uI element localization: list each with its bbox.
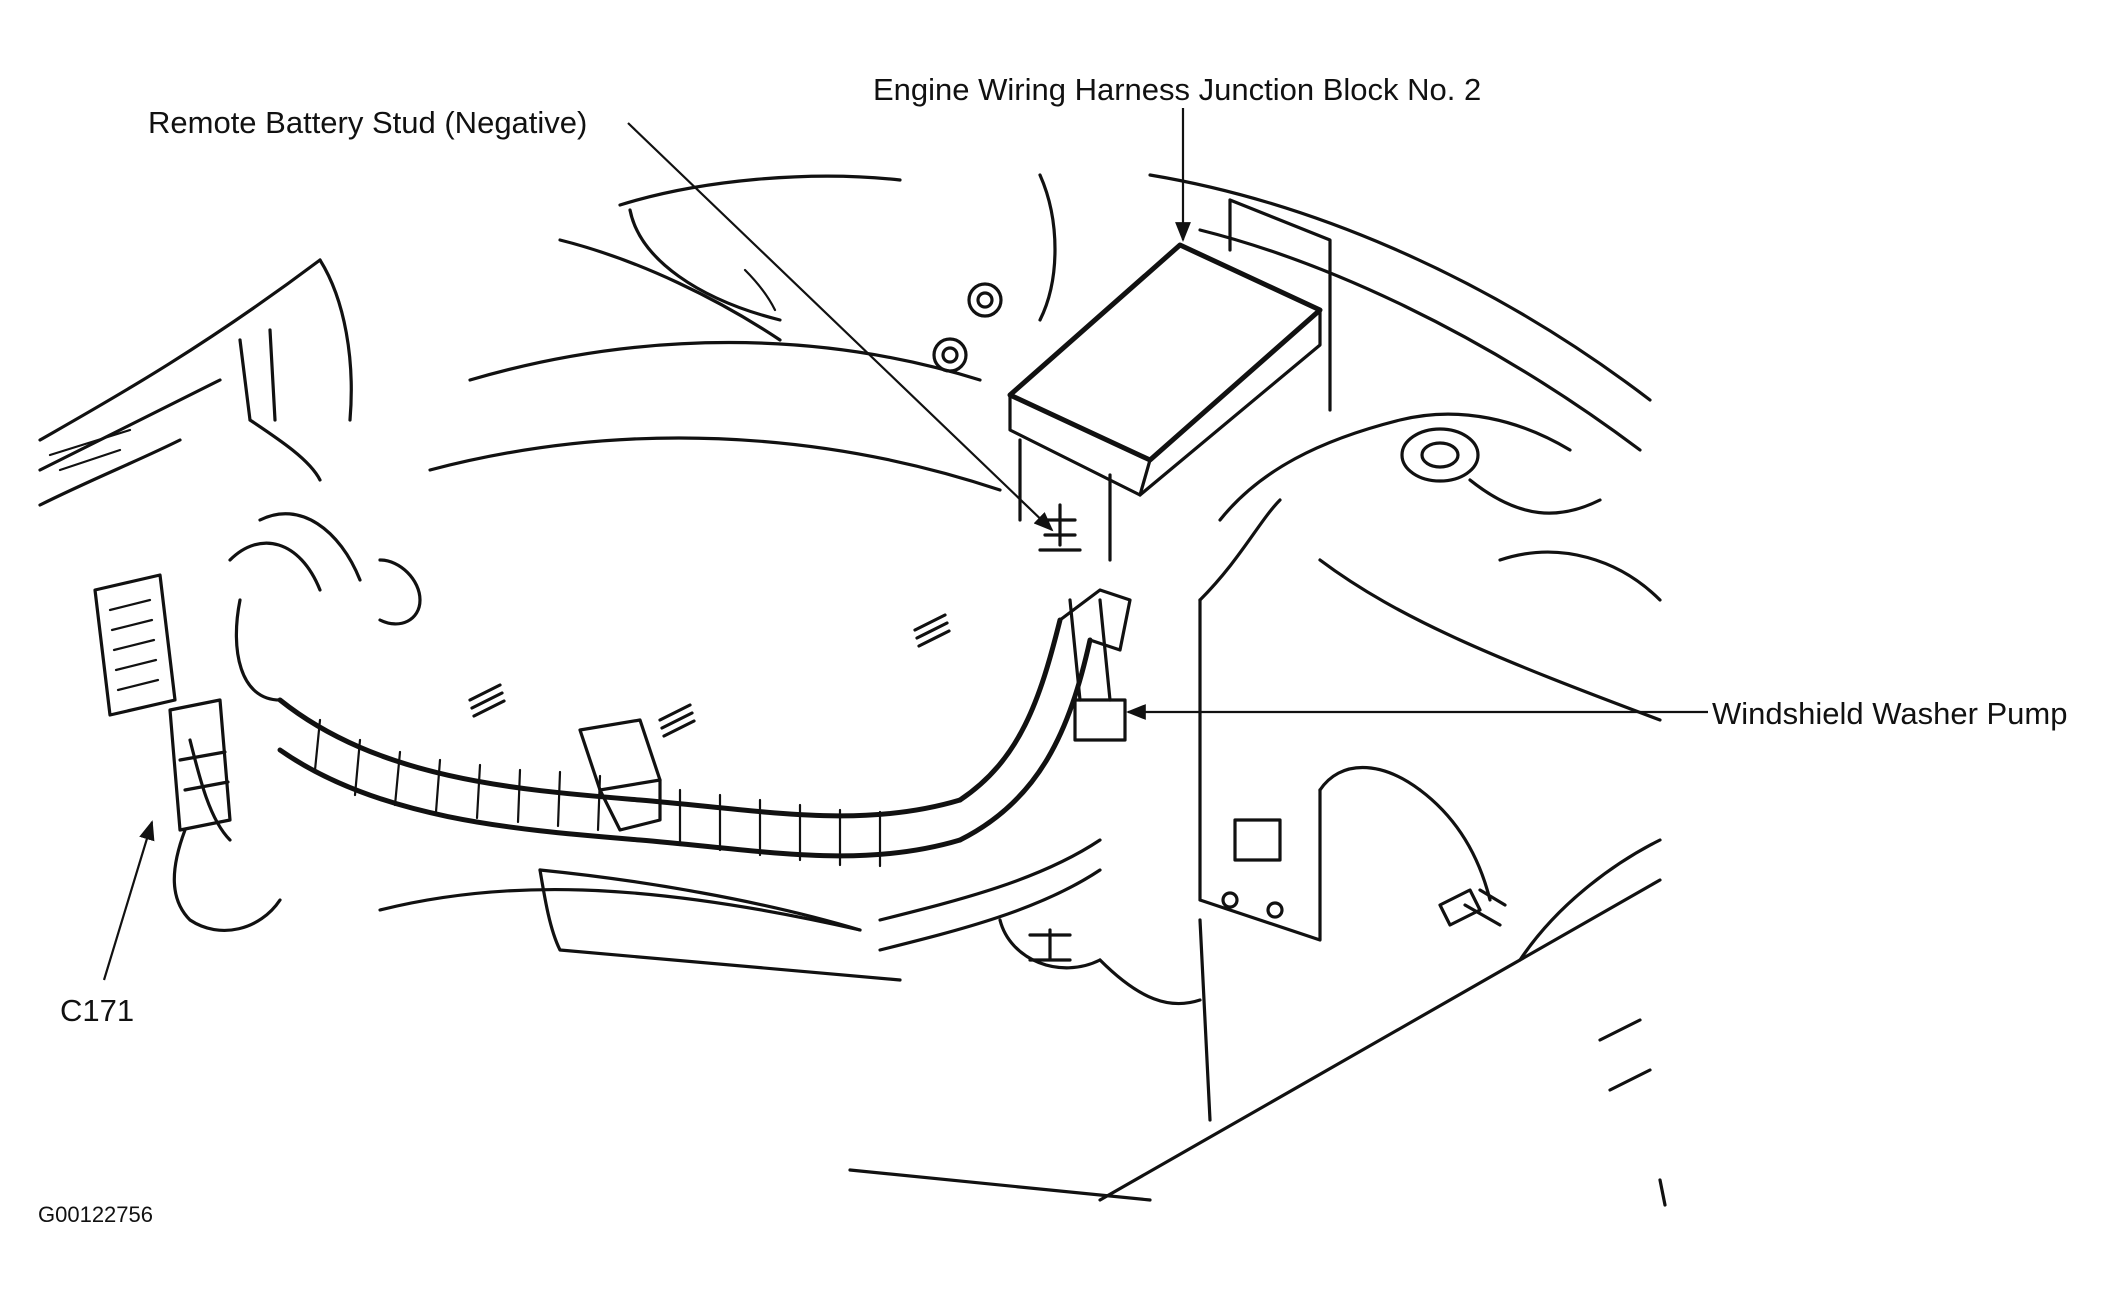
left-fender-outline [38, 258, 353, 507]
leader-lines [102, 108, 1708, 981]
junction-block [1007, 198, 1332, 562]
label-remote-battery-stud: Remote Battery Stud (Negative) [148, 105, 588, 140]
mounting-bolts [932, 282, 1082, 552]
harness-bracket [578, 718, 662, 832]
label-junction-block: Engine Wiring Harness Junction Block No.… [873, 72, 1482, 107]
wiring-harness [277, 588, 1132, 868]
studs [468, 613, 1482, 927]
label-c171: C171 [60, 993, 135, 1028]
washer-reservoir [1198, 412, 1662, 942]
label-washer-pump: Windshield Washer Pump [1712, 696, 2068, 731]
left-connector-cluster [93, 328, 422, 932]
leader-remote-battery-stud [627, 122, 1054, 532]
lower-body-panel [848, 838, 1667, 1207]
hose-lines [378, 838, 1202, 1006]
figure-id: G00122756 [38, 1202, 153, 1227]
leader-c171 [102, 820, 155, 981]
firewall-outline [428, 173, 1652, 492]
